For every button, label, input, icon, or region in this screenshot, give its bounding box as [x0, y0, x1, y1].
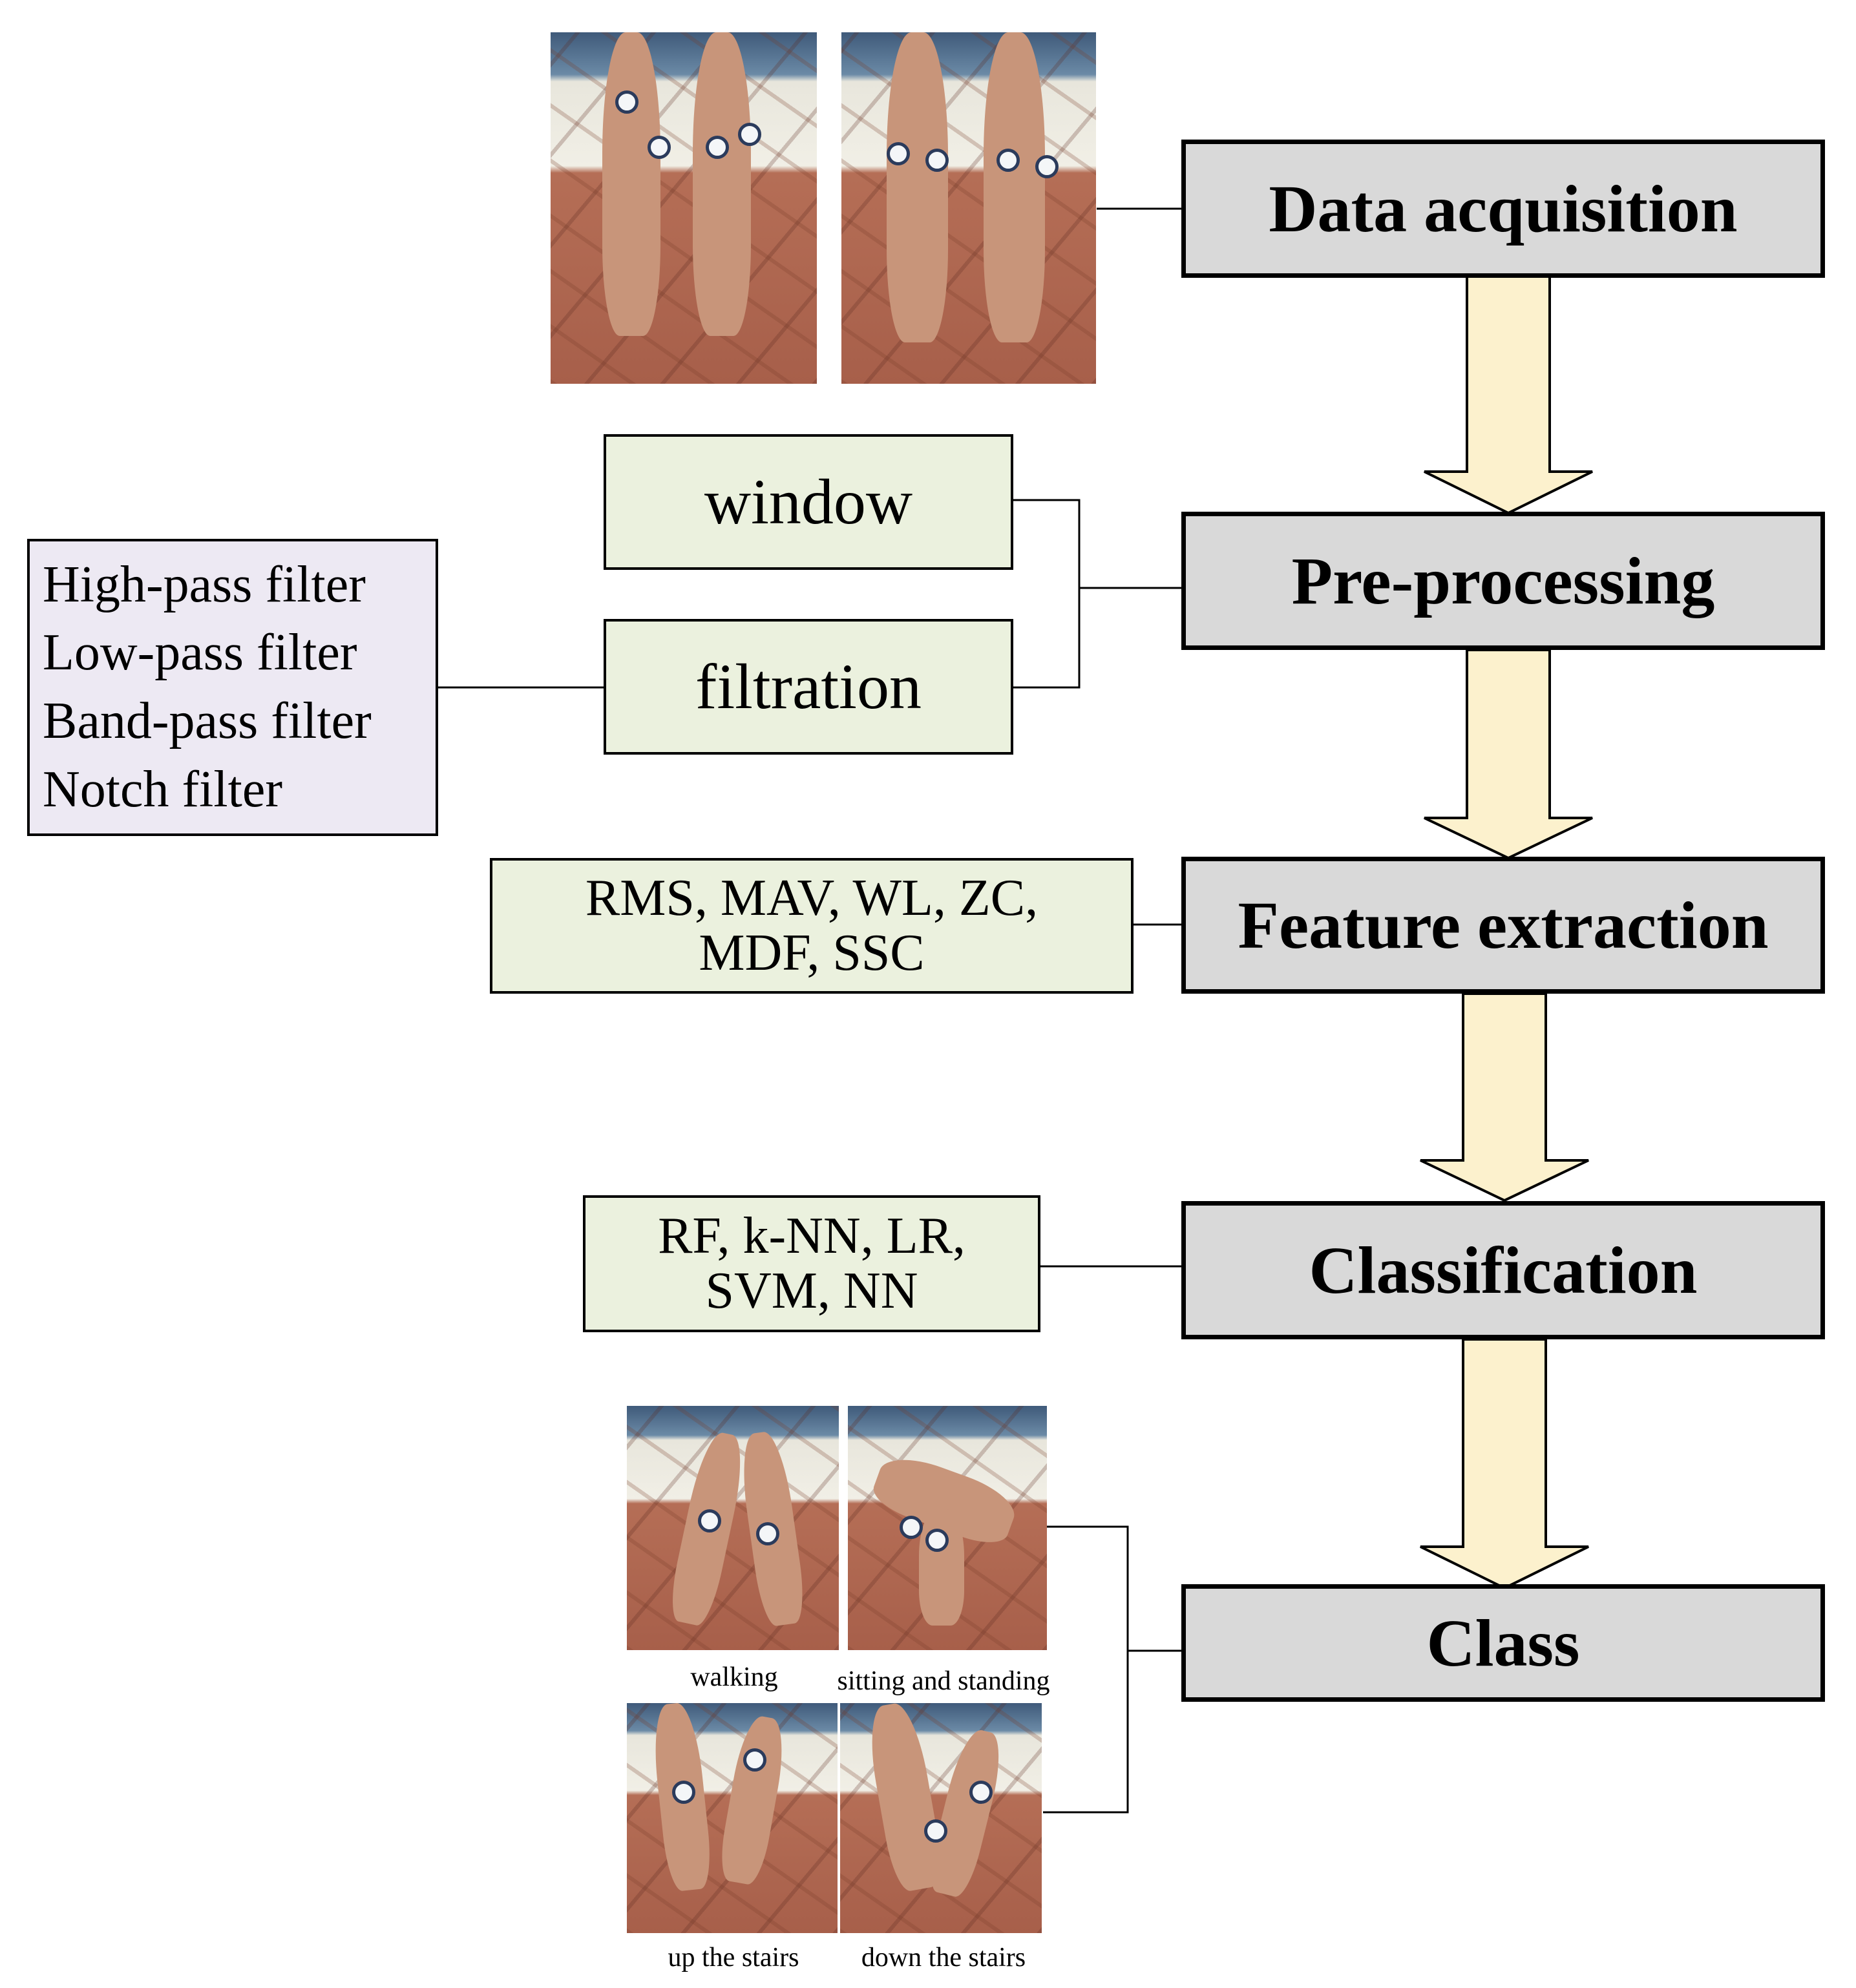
class-stage: Class	[1181, 1584, 1825, 1702]
flow-arrow-4	[1420, 1338, 1589, 1590]
feature-extraction-stage: Feature extraction	[1181, 857, 1825, 994]
pre-processing-stage: Pre-processing	[1181, 512, 1825, 650]
features-line-1: RMS, MAV, WL, ZC,	[585, 870, 1039, 927]
window-label: window	[704, 466, 913, 538]
caption-sitting-standing: sitting and standing	[837, 1666, 1050, 1696]
walking-photo	[627, 1406, 839, 1650]
filter-item-high-pass: High-pass filter	[43, 556, 366, 613]
sitting-standing-photo	[848, 1406, 1047, 1650]
line-activities-bracket	[1043, 1525, 1129, 1814]
classifiers-box: RF, k-NN, LR, SVM, NN	[583, 1195, 1040, 1332]
filtration-label: filtration	[695, 651, 922, 722]
legs-front-photo	[551, 32, 817, 384]
data-acquisition-stage: Data acquisition	[1181, 140, 1825, 278]
flow-arrow-1	[1424, 275, 1593, 515]
flow-arrow-3	[1420, 992, 1589, 1202]
window-box: window	[604, 434, 1013, 570]
line-window-to-bracket	[1012, 499, 1081, 689]
classifiers-line-2: SVM, NN	[705, 1262, 918, 1319]
caption-up-stairs: up the stairs	[668, 1943, 799, 1972]
caption-walking: walking	[690, 1662, 778, 1692]
down-stairs-photo	[840, 1703, 1042, 1933]
filter-item-band-pass: Band-pass filter	[43, 693, 372, 749]
legs-back-photo	[841, 32, 1096, 384]
classification-stage: Classification	[1181, 1201, 1825, 1339]
up-stairs-photo	[627, 1703, 838, 1933]
flow-arrow-2	[1424, 649, 1593, 860]
caption-down-stairs: down the stairs	[861, 1943, 1026, 1972]
classifiers-line-1: RF, k-NN, LR,	[658, 1208, 965, 1265]
filters-list: High-pass filter Low-pass filter Band-pa…	[27, 539, 438, 836]
filter-item-low-pass: Low-pass filter	[43, 624, 357, 682]
filter-item-notch: Notch filter	[43, 760, 282, 818]
filtration-box: filtration	[604, 619, 1013, 755]
features-box: RMS, MAV, WL, ZC, MDF, SSC	[490, 858, 1134, 994]
features-line-2: MDF, SSC	[699, 925, 925, 981]
